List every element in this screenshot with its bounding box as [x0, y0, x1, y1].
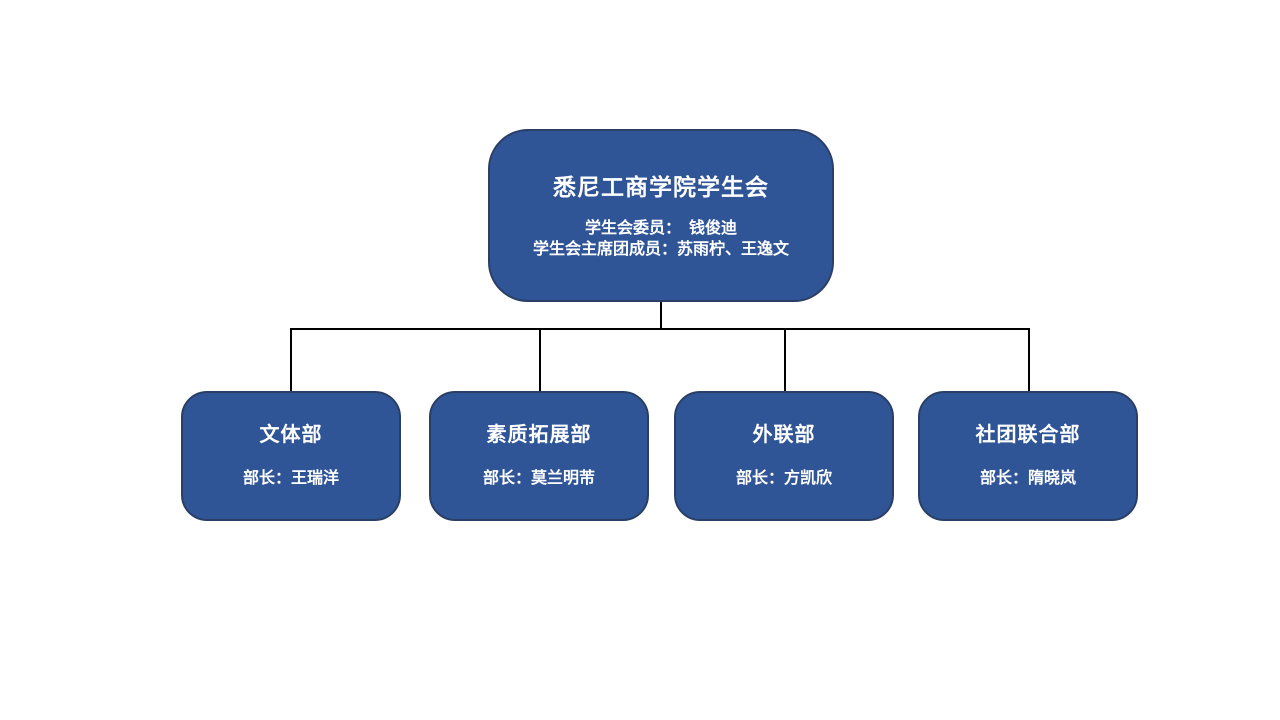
dept-leader: 部长：隋晓岚: [979, 470, 1076, 487]
connector-drop-dept-4: [1028, 328, 1030, 391]
dept-title: 外联部: [752, 424, 816, 446]
dept-title: 文体部: [259, 424, 323, 446]
connector-drop-dept-2: [539, 328, 541, 391]
dept-title: 素质拓展部: [486, 424, 592, 446]
root-node-members: 学生会委员： 钱俊迪 学生会主席团成员：苏雨柠、王逸文: [533, 218, 789, 260]
org-node-dept-club-union: 社团联合部 部长：隋晓岚: [918, 391, 1138, 521]
connector-drop-dept-1: [290, 328, 292, 391]
org-node-dept-culture-sports: 文体部 部长：王瑞洋: [181, 391, 401, 521]
org-node-dept-quality-development: 素质拓展部 部长：莫兰明芾: [429, 391, 649, 521]
root-node-title: 悉尼工商学院学生会: [553, 173, 769, 200]
org-node-dept-external-liaison: 外联部 部长：方凯欣: [674, 391, 894, 521]
dept-title: 社团联合部: [975, 424, 1081, 446]
dept-leader: 部长：王瑞洋: [242, 470, 339, 487]
root-node-members-line-2: 学生会主席团成员：苏雨柠、王逸文: [532, 240, 789, 258]
root-node-members-line-1: 学生会委员： 钱俊迪: [584, 219, 737, 237]
dept-leader: 部长：莫兰明芾: [482, 470, 595, 487]
connector-drop-dept-3: [784, 328, 786, 391]
dept-leader: 部长：方凯欣: [735, 470, 832, 487]
connector-horizontal-rail: [290, 328, 1029, 330]
connector-root-stem: [660, 302, 662, 329]
org-node-root: 悉尼工商学院学生会 学生会委员： 钱俊迪 学生会主席团成员：苏雨柠、王逸文: [488, 129, 834, 302]
